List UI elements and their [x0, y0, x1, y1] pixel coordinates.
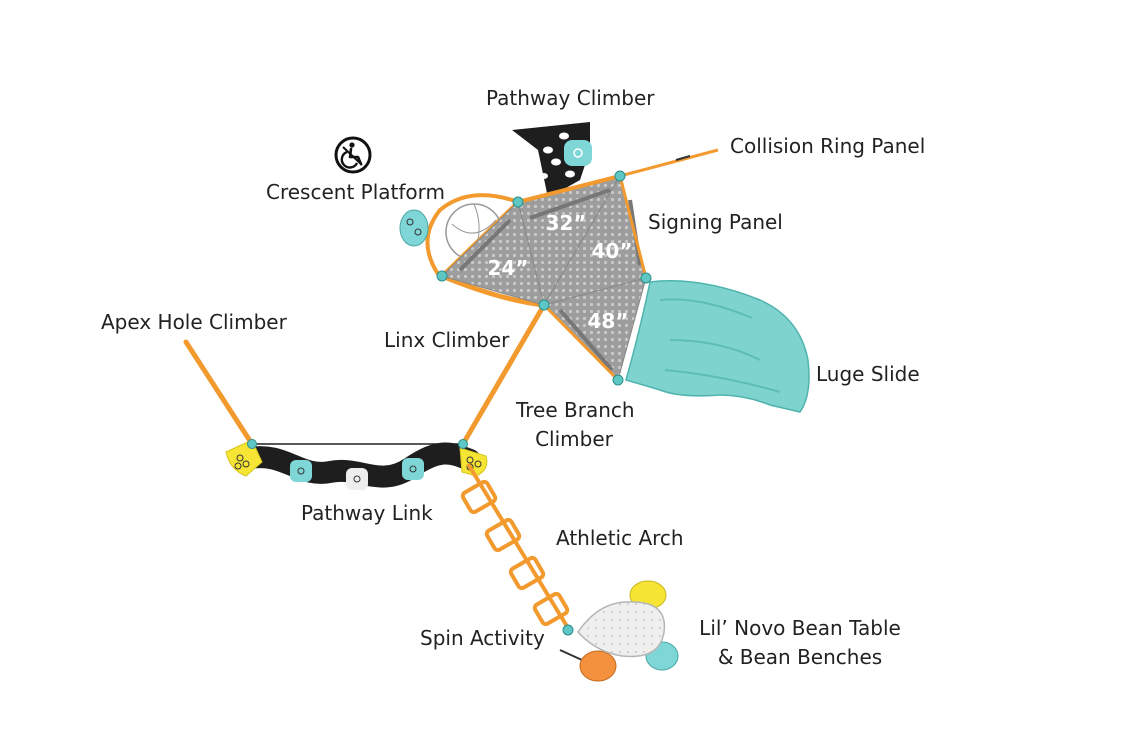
signing-panel-label: Signing Panel	[648, 210, 783, 234]
athletic-arch	[460, 462, 570, 630]
deck-structure	[436, 170, 652, 386]
crescent-platform	[399, 193, 522, 279]
deck-height-label: 24”	[488, 256, 529, 280]
apex-hole-climber-label: Apex Hole Climber	[101, 310, 287, 334]
pathway-link	[225, 439, 488, 490]
linx-climber-label: Linx Climber	[384, 328, 510, 352]
deck-height-label: 32”	[546, 211, 587, 235]
collision-ring-panel	[619, 148, 719, 178]
pathway-climber	[512, 122, 592, 198]
bean-table-label-line1: Lil’ Novo Bean Table	[699, 616, 901, 640]
spin-activity-label: Spin Activity	[420, 626, 545, 650]
crescent-platform-label: Crescent Platform	[266, 180, 445, 204]
spin-activity	[559, 624, 583, 661]
bean-table-label-line2: & Bean Benches	[717, 645, 883, 669]
deck-height-label: 48”	[588, 309, 629, 333]
deck-height-label: 40”	[592, 239, 633, 263]
apex-hole-climber	[183, 339, 255, 447]
tree-branch-climber-label-line2: Climber	[535, 427, 613, 451]
pathway-link-label: Pathway Link	[301, 501, 433, 525]
linx-climber	[441, 273, 545, 308]
athletic-arch-label: Athletic Arch	[556, 526, 684, 550]
tree-branch-climber	[460, 302, 547, 447]
accessibility-icon	[334, 136, 372, 174]
luge-slide-label: Luge Slide	[816, 362, 920, 386]
luge-slide	[625, 280, 810, 413]
collision-ring-panel-label: Collision Ring Panel	[730, 134, 926, 158]
pathway-climber-label: Pathway Climber	[486, 86, 655, 110]
tree-branch-climber-label-line1: Tree Branch	[516, 398, 635, 422]
bean-table-and-benches	[577, 580, 679, 682]
